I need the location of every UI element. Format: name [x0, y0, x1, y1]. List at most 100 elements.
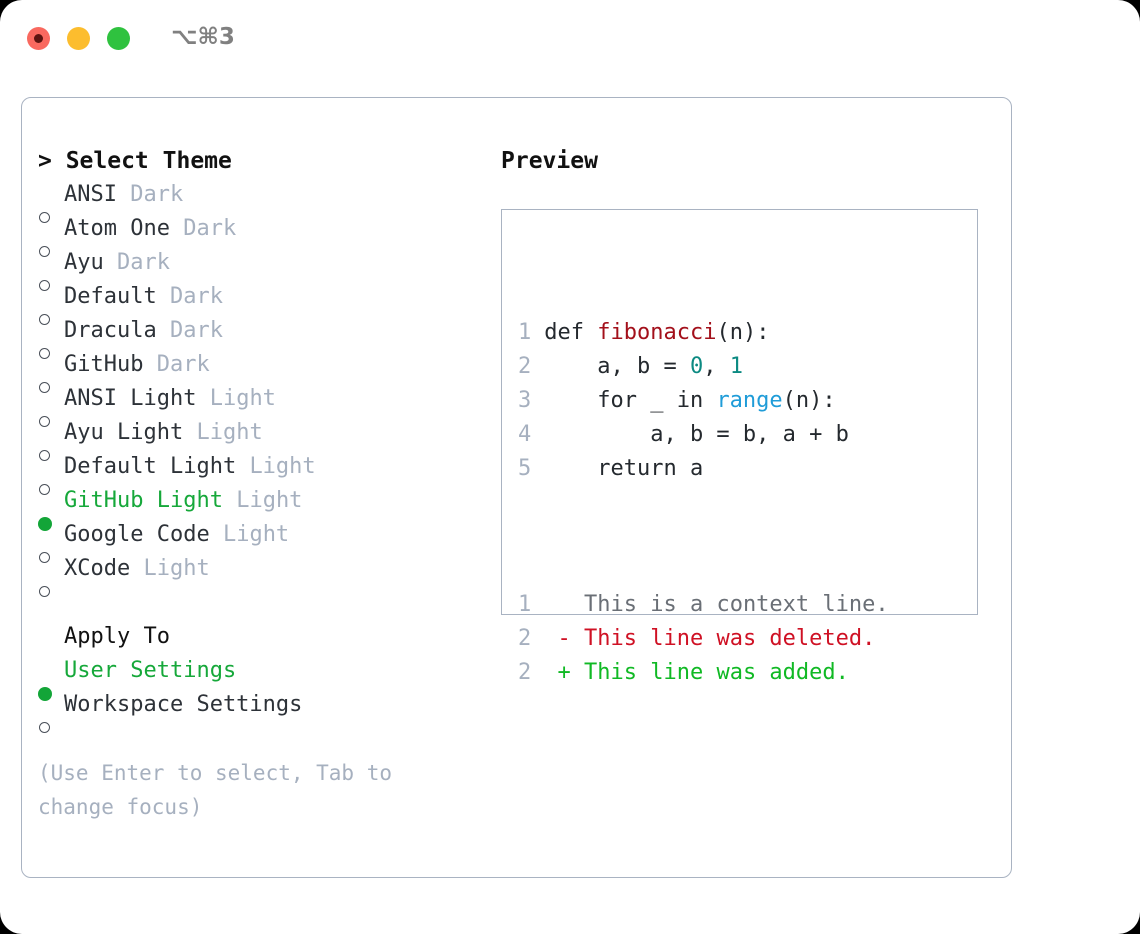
theme-option-variant-tag: Dark: [130, 182, 184, 207]
theme-option-github[interactable]: GitHub Dark: [38, 348, 478, 393]
theme-option-label: Default: [64, 284, 157, 309]
code-line-number: 1: [518, 320, 532, 345]
gutter-gap: [531, 626, 558, 651]
diff-text: This is a context line.: [584, 592, 889, 617]
code-token-plain: a, b =: [544, 354, 690, 379]
theme-option-xcode[interactable]: XCode Light: [38, 552, 478, 597]
theme-option-label: Atom One: [64, 216, 170, 241]
code-token-plain: a, b = b, a + b: [544, 422, 849, 447]
gutter-gap: [531, 320, 544, 345]
label-tag-gap: [183, 416, 196, 450]
diff-line-del: 2 - This line was deleted.: [518, 622, 889, 656]
theme-option-label: ANSI Light: [64, 386, 197, 411]
zoom-button[interactable]: [107, 27, 130, 50]
theme-option-variant-tag: Light: [143, 556, 210, 581]
radio-dot: [39, 552, 50, 563]
radio-dot: [39, 314, 50, 325]
theme-option-variant-tag: Dark: [117, 250, 170, 275]
code-token-plain: ,: [703, 354, 730, 379]
apply-to-option-label: Workspace Settings: [64, 692, 303, 717]
code-token-plain: return a: [544, 456, 704, 481]
code-token-kw: def: [544, 320, 598, 345]
radio-dot: [39, 382, 50, 393]
radio-dot: [38, 517, 52, 531]
label-tag-gap: [157, 314, 170, 348]
title-bar: ⌥⌘3: [0, 0, 1140, 76]
theme-option-ayu[interactable]: Ayu Dark: [38, 246, 478, 291]
theme-option-label: XCode: [64, 556, 131, 581]
label-tag-gap: [196, 382, 209, 416]
theme-option-variant-tag: Light: [196, 420, 263, 445]
gutter-gap: [531, 592, 558, 617]
diff-line-add: 2 + This line was added.: [518, 656, 889, 690]
theme-option-ayu-light[interactable]: Ayu Light Light: [38, 416, 478, 461]
select-theme-heading: > Select Theme: [38, 148, 232, 174]
code-token-num: 1: [729, 354, 743, 379]
gutter-gap: [531, 660, 558, 685]
label-tag-gap: [130, 552, 143, 586]
code-token-plain: for _ in: [544, 388, 717, 413]
diff-marker: -: [557, 626, 584, 651]
code-line-number: 3: [518, 388, 532, 413]
preview-heading: Preview: [501, 148, 598, 174]
code-line: 3 for _ in range(n):: [518, 384, 889, 418]
theme-option-label: Ayu: [64, 250, 104, 275]
minimize-button[interactable]: [67, 27, 90, 50]
preview-column: Preview 1 def fibonacci(n): 2 a, b = 0, 1…: [501, 144, 991, 685]
theme-option-default-light[interactable]: Default Light Light: [38, 450, 478, 495]
code-token-plain: (n):: [716, 320, 770, 345]
theme-option-ansi-light[interactable]: ANSI Light Light: [38, 382, 478, 427]
theme-option-variant-tag: Dark: [183, 216, 237, 241]
close-button[interactable]: [27, 27, 50, 50]
code-token-builtin: range: [716, 388, 783, 413]
apply-to-option-workspace-settings[interactable]: Workspace Settings: [38, 688, 478, 733]
label-tag-gap: [223, 484, 236, 518]
code-line: 4 a, b = b, a + b: [518, 418, 889, 452]
theme-option-label: Dracula: [64, 318, 157, 343]
label-tag-gap: [236, 450, 249, 484]
radio-dot: [38, 687, 52, 701]
theme-option-github-light[interactable]: GitHub Light Light: [38, 484, 478, 531]
diff-text: This line was added.: [584, 660, 849, 685]
theme-option-atom-one[interactable]: Atom One Dark: [38, 212, 478, 257]
theme-option-variant-tag: Light: [222, 522, 290, 547]
diff-text: This line was deleted.: [584, 626, 876, 651]
traffic-light-group: [27, 27, 130, 50]
diff-line-number: 2: [518, 660, 532, 685]
theme-option-default[interactable]: Default Dark: [38, 280, 478, 325]
code-line-number: 2: [518, 354, 532, 379]
theme-option-google-code[interactable]: Google Code Light: [38, 518, 478, 563]
theme-option-label: Ayu Light: [64, 420, 184, 445]
theme-option-dracula[interactable]: Dracula Dark: [38, 314, 478, 359]
radio-dot: [39, 450, 50, 461]
theme-option-variant-tag: Dark: [156, 352, 210, 377]
theme-option-label: ANSI: [64, 182, 117, 207]
radio-dot: [39, 212, 50, 223]
radio-dot: [39, 348, 50, 359]
label-tag-gap: [157, 280, 170, 314]
code-line: 5 return a: [518, 452, 889, 486]
radio-dot: [39, 416, 50, 427]
radio-dot: [39, 722, 50, 733]
theme-option-label: GitHub Light: [64, 488, 223, 513]
apply-to-heading: Apply To: [64, 624, 170, 649]
theme-option-variant-tag: Dark: [169, 318, 223, 343]
code-line-number: 5: [518, 456, 532, 481]
label-tag-gap: [117, 178, 130, 212]
radio-dot: [39, 586, 50, 597]
theme-option-label: Default Light: [64, 454, 237, 479]
code-token-fn: fibonacci: [597, 320, 717, 345]
theme-option-variant-tag: Light: [249, 454, 316, 479]
apply-to-option-user-settings[interactable]: User Settings: [38, 654, 478, 701]
theme-option-label: GitHub: [64, 352, 144, 377]
keyboard-shortcut-label: ⌥⌘3: [171, 24, 235, 50]
code-line: 2 a, b = 0, 1: [518, 350, 889, 384]
theme-option-ansi[interactable]: ANSI Dark: [38, 178, 478, 223]
theme-option-label: Google Code: [64, 522, 210, 547]
